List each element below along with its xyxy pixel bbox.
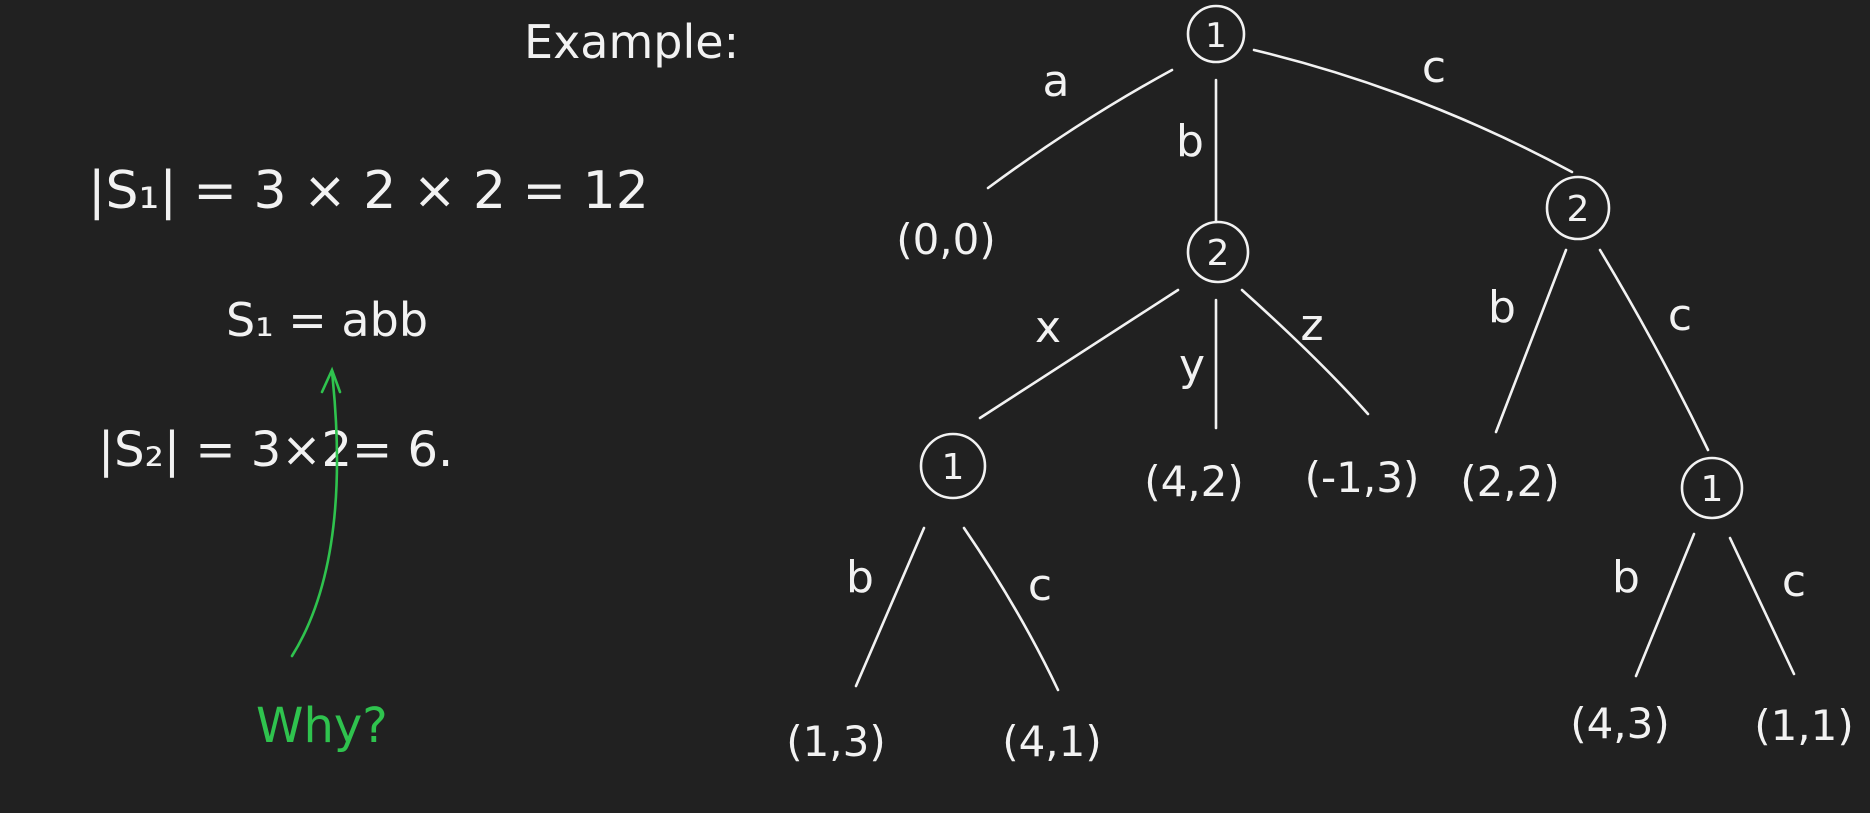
node-label: 2 — [1207, 233, 1230, 274]
edge-label-ncc-c: c — [1782, 556, 1806, 607]
node-circle — [919, 432, 987, 500]
edge-label-nb-z: z — [1300, 300, 1323, 351]
tree-node-c: 2 — [1545, 175, 1611, 241]
tree-node-root: 1 — [1186, 4, 1246, 64]
edge-label-nc-c: c — [1668, 290, 1692, 341]
edge-nc-c — [1598, 248, 1710, 452]
leaf-ccc: (1,1) — [1754, 701, 1854, 750]
edge-label-nb-x: x — [1035, 302, 1061, 353]
leaf-a: (0,0) — [896, 215, 996, 264]
edge-label-nb-y: y — [1179, 340, 1205, 391]
leaf-bxc: (4,1) — [1002, 717, 1102, 766]
s1-size-equation: |S₁| = 3 × 2 × 2 = 12 — [88, 161, 649, 221]
edge-nbx-c — [962, 526, 1060, 692]
node-circle — [1186, 220, 1250, 284]
s2-size-result: = 6. — [352, 422, 453, 478]
edge-label-root-b: b — [1176, 116, 1204, 167]
edge-label-nbx-c: c — [1028, 560, 1052, 611]
edge-label-nc-b: b — [1488, 282, 1516, 333]
why-question: Why? — [256, 698, 388, 754]
edge-nc-b — [1494, 248, 1568, 434]
leaf-ccb: (4,3) — [1570, 699, 1670, 748]
s2-size-equation: |S₂| = 3×2 — [98, 422, 352, 478]
edge-ncc-b — [1634, 532, 1696, 678]
leaf-cb: (2,2) — [1460, 457, 1560, 506]
s1-value: S₁ = abb — [226, 293, 428, 347]
tree-node-b: 2 — [1186, 220, 1250, 284]
why-arrow — [290, 366, 342, 658]
example-heading: Example: — [524, 15, 739, 69]
node-label: 1 — [1205, 16, 1227, 56]
edge-nb-x — [978, 288, 1180, 420]
leaf-bxb: (1,3) — [786, 717, 886, 766]
edge-ncc-c — [1728, 536, 1796, 676]
tree-node-bx: 1 — [919, 432, 987, 500]
node-circle — [1680, 456, 1744, 520]
node-label: 2 — [1567, 189, 1590, 230]
edge-label-ncc-b: b — [1612, 552, 1640, 603]
edge-label-root-a: a — [1043, 56, 1070, 107]
node-circle — [1186, 4, 1246, 64]
edge-label-root-c: c — [1422, 42, 1446, 93]
node-label: 1 — [1701, 469, 1724, 510]
edge-label-nbx-b: b — [846, 552, 874, 603]
edge-root-c — [1252, 48, 1574, 174]
tree-node-cc: 1 — [1680, 456, 1744, 520]
edge-root-a — [986, 68, 1174, 190]
edge-nbx-b — [854, 526, 926, 688]
node-label: 1 — [942, 447, 965, 488]
leaf-by: (4,2) — [1144, 457, 1244, 506]
tree-edges — [854, 48, 1796, 692]
node-circle — [1545, 175, 1611, 241]
leaf-bz: (-1,3) — [1305, 453, 1420, 502]
edge-nb-z — [1240, 288, 1370, 416]
